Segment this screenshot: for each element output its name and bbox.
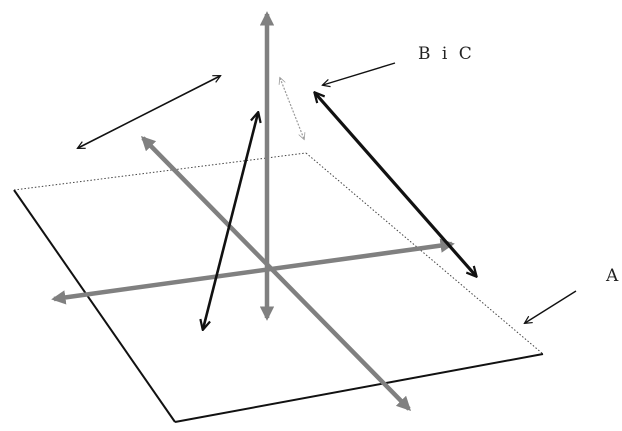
depth-axis bbox=[140, 135, 412, 412]
pointers bbox=[323, 62, 577, 323]
label-a: A bbox=[605, 266, 619, 286]
arrows bbox=[78, 76, 476, 329]
plane-right-edge bbox=[305, 152, 544, 355]
bic-pointer-arrow bbox=[323, 62, 396, 85]
plane-left-edge bbox=[13, 189, 176, 423]
plane-back-edge bbox=[13, 152, 307, 191]
right-double-arrow bbox=[315, 93, 476, 276]
label-bic: B i C bbox=[418, 44, 475, 64]
small-dashed-double-arrow bbox=[280, 78, 304, 139]
plane bbox=[13, 152, 544, 423]
plane-front-edge bbox=[174, 353, 544, 423]
a-pointer-arrow bbox=[525, 290, 577, 323]
axes bbox=[51, 11, 455, 412]
upper-left-double-arrow bbox=[78, 76, 220, 148]
center-double-arrow bbox=[203, 113, 258, 329]
